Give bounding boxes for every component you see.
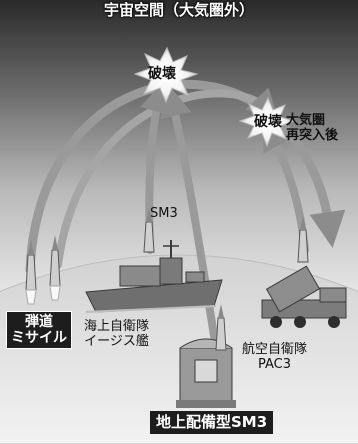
aegis-label-line1: 海上自衛隊 <box>84 319 150 334</box>
aegis-label-line2: イージス艦 <box>84 333 149 349</box>
destroy-label-right: 破壊 <box>254 114 282 130</box>
sm3-label: SM3 <box>150 206 178 221</box>
reentry-label-line1: 大気圏 <box>286 113 326 128</box>
destroy-burst-top <box>133 46 199 104</box>
aegis-ashore-building <box>176 338 236 408</box>
ballistic-label-line1: 弾道 <box>25 314 53 330</box>
aegis-ship <box>85 240 223 313</box>
pac3-launcher <box>261 265 347 328</box>
reentry-label-line2: 再突入後 <box>286 127 339 143</box>
ballistic-missile-2 <box>49 235 61 301</box>
ballistic-missile-1 <box>25 240 37 305</box>
destroy-label-top: 破壊 <box>148 66 176 82</box>
aegis-ashore-label: 地上配備型SM3 <box>150 411 274 435</box>
sea-sm3-missile <box>143 208 155 253</box>
ballistic-missile-label: 弾道 ミサイル <box>6 311 72 350</box>
ashore-sm3-arrow <box>159 84 222 364</box>
reentry-label: 大気圏 再突入後 <box>286 113 339 144</box>
ballistic-label-line2: ミサイル <box>11 330 67 347</box>
pac3-label-line2: PAC3 <box>257 356 292 372</box>
space-title: 宇宙空間（大気圏外） <box>103 1 254 19</box>
ashore-sm3-missile <box>215 304 227 351</box>
pac3-label: 航空自衛隊 PAC3 <box>242 342 308 373</box>
pac3-missile <box>297 216 309 263</box>
destroy-burst-right <box>238 96 296 148</box>
ballistic-trajectory-arrow <box>25 79 346 275</box>
aegis-ship-label: 海上自衛隊 イージス艦 <box>84 319 150 350</box>
pac3-label-line1: 航空自衛隊 <box>242 342 308 357</box>
